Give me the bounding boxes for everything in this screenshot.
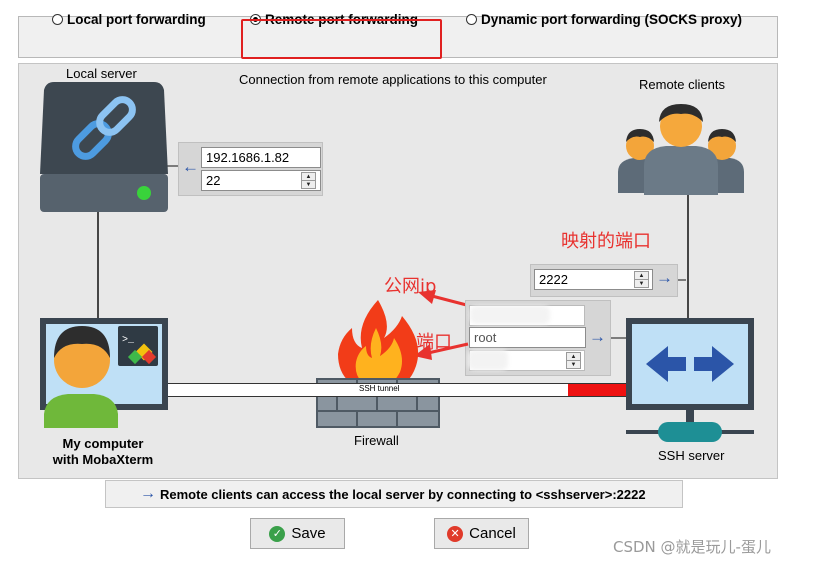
ssh-user-input[interactable]: root bbox=[469, 327, 586, 348]
redacted-blur bbox=[470, 306, 550, 324]
info-arrow-icon: → bbox=[140, 485, 156, 502]
remote-clients-icon bbox=[618, 104, 744, 195]
remote-port-input[interactable]: 2222 bbox=[534, 269, 653, 290]
cancel-button[interactable]: ✕ Cancel bbox=[434, 518, 529, 549]
save-button[interactable]: ✓ Save bbox=[250, 518, 345, 549]
forwarding-type-bar bbox=[18, 16, 778, 58]
radio-local-port-forwarding[interactable]: Local port forwarding bbox=[52, 12, 206, 27]
ssh-tunnel-label: SSH tunnel bbox=[359, 384, 400, 393]
server-link-icon bbox=[40, 82, 168, 212]
local-server-host-input[interactable]: 192.1686.1.82 bbox=[201, 147, 321, 168]
remote-clients-label: Remote clients bbox=[639, 77, 725, 92]
radio-dynamic-port-forwarding[interactable]: Dynamic port forwarding (SOCKS proxy) bbox=[466, 12, 742, 27]
firewall-icon bbox=[316, 300, 440, 428]
info-bar: → Remote clients can access the local se… bbox=[105, 480, 683, 508]
watermark: CSDN @就是玩儿-蛋儿 bbox=[613, 538, 771, 556]
svg-text:>_: >_ bbox=[122, 335, 135, 346]
firewall-label: Firewall bbox=[354, 433, 399, 448]
close-icon: ✕ bbox=[447, 525, 464, 542]
my-computer-label: My computer with MobaXterm bbox=[40, 436, 166, 468]
ssh-port-stepper[interactable]: ▲▼ bbox=[566, 352, 581, 369]
radio-label: Dynamic port forwarding (SOCKS proxy) bbox=[481, 12, 743, 27]
ssh-tunnel-end bbox=[568, 383, 627, 397]
my-computer-icon: >_ bbox=[40, 318, 168, 428]
check-icon: ✓ bbox=[269, 525, 286, 542]
local-server-port-input[interactable]: 22 bbox=[201, 170, 321, 191]
my-computer-line2: with MobaXterm bbox=[52, 452, 154, 467]
my-computer-line1: My computer bbox=[62, 436, 144, 451]
radio-circle-icon bbox=[52, 14, 63, 25]
ssh-server-label: SSH server bbox=[658, 448, 725, 463]
annotation-mapped-port: 映射的端口 bbox=[561, 231, 651, 252]
arrow-right-icon: → bbox=[589, 327, 606, 346]
save-button-label: Save bbox=[291, 525, 326, 542]
ssh-server-icon bbox=[626, 318, 754, 442]
remote-port-stepper[interactable]: ▲▼ bbox=[634, 271, 649, 288]
local-server-label: Local server bbox=[66, 66, 137, 81]
redacted-blur bbox=[468, 350, 508, 370]
cancel-button-label: Cancel bbox=[469, 525, 516, 542]
arrow-left-icon: ← bbox=[182, 157, 199, 176]
highlight-frame bbox=[241, 19, 442, 59]
annotation-arrow-icon bbox=[414, 342, 469, 360]
arrow-right-icon: → bbox=[656, 268, 673, 287]
info-text: Remote clients can access the local serv… bbox=[160, 486, 646, 502]
connection-caption: Connection from remote applications to t… bbox=[239, 72, 547, 87]
radio-circle-icon bbox=[466, 14, 477, 25]
local-port-stepper[interactable]: ▲▼ bbox=[301, 172, 316, 189]
ssh-tunnel-bar bbox=[167, 383, 627, 397]
radio-label: Local port forwarding bbox=[67, 12, 206, 27]
